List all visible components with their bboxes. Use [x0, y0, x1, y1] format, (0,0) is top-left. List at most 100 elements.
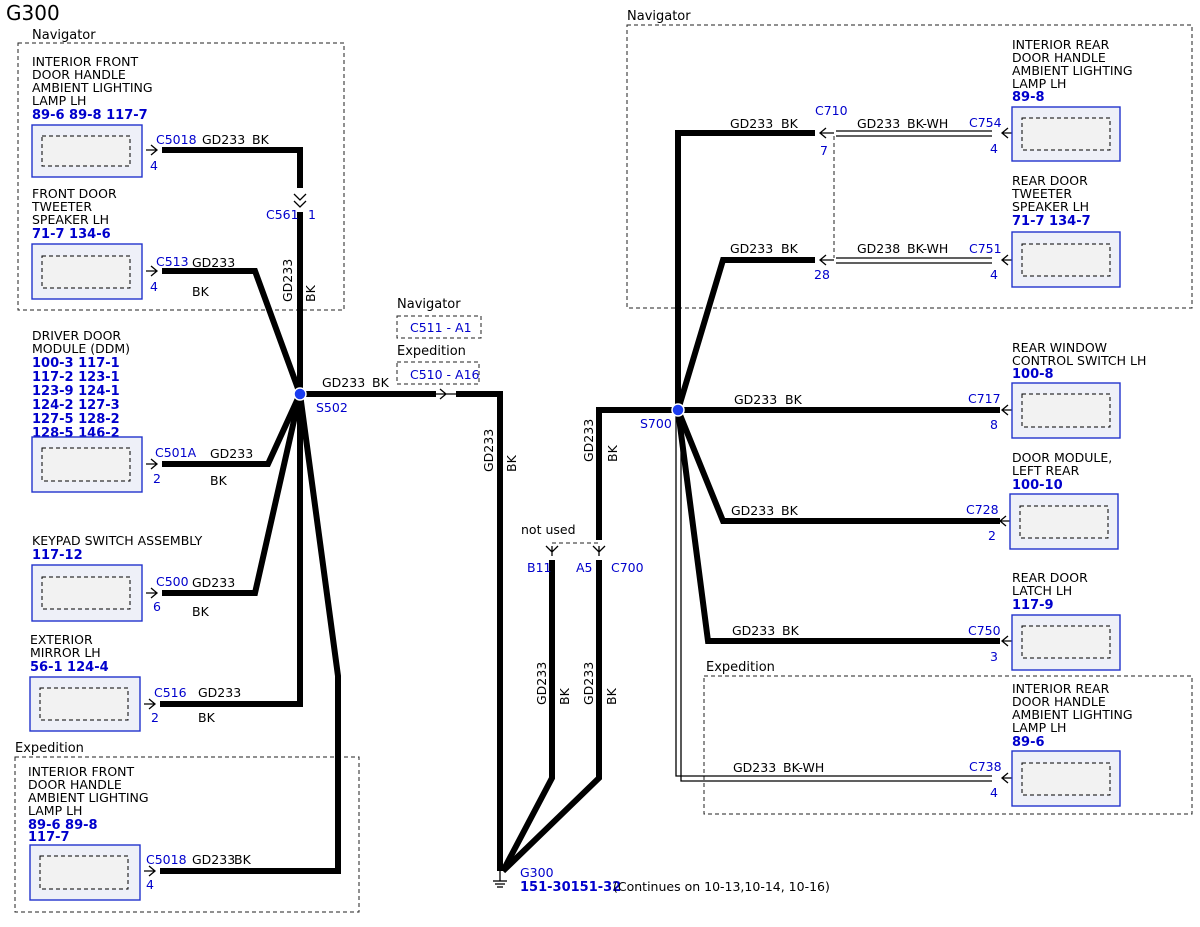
component-name-line: LAMP LH [1012, 720, 1066, 735]
connector-id: C751 [969, 241, 1002, 256]
circuit-label: GD233 [192, 852, 235, 867]
component-inner-box [39, 855, 129, 890]
wires [160, 130, 1000, 874]
wire-label-a5-color: BK [604, 687, 619, 705]
component-name-line: DOOR HANDLE [1012, 50, 1106, 65]
expedition-region-left [14, 756, 360, 913]
wire-label-a5-circuit: GD233 [581, 662, 596, 705]
component-name-line: KEYPAD SWITCH ASSEMBLY [32, 533, 203, 548]
component-name-line: INTERIOR REAR [1012, 37, 1110, 52]
wire-color-label: BK [192, 604, 210, 619]
wire-color-label: BK [781, 503, 799, 518]
diagram-title: G300 [6, 1, 60, 25]
wire-label-c710-bot-color: BK [781, 241, 799, 256]
component-refs: 89-8 [1012, 90, 1045, 105]
c510-note-box [396, 361, 480, 385]
mid-expedition-label: Expedition [397, 344, 466, 359]
wire-c501a [162, 392, 303, 467]
conn-mark-c516 [144, 698, 157, 710]
wire-c728 [675, 408, 1000, 524]
component-name-line: LATCH LH [1012, 583, 1072, 598]
component-name-line: DOOR HANDLE [32, 67, 126, 82]
component-refs: 117-12 [32, 548, 83, 563]
component-name-line: MIRROR LH [30, 645, 101, 660]
connector-id: C738 [969, 759, 1002, 774]
component-front-door-tweeter: FRONT DOOR TWEETER SPEAKER LH 71-7 134-6… [31, 186, 235, 300]
circuit-label: GD233 [734, 392, 777, 407]
component-name-line: REAR WINDOW [1012, 340, 1107, 355]
component-interior-front-lamp-expedition: INTERIOR FRONT DOOR HANDLE AMBIENT LIGHT… [28, 764, 252, 901]
wire-c5018-nav [162, 147, 303, 188]
component-interior-front-lamp-navigator: INTERIOR FRONT DOOR HANDLE AMBIENT LIGHT… [31, 54, 270, 178]
connector-id: C754 [969, 115, 1002, 130]
pin-number: 3 [990, 649, 998, 664]
component-refs: 89-6 [1012, 735, 1045, 750]
component-name-line: TWEETER [1011, 186, 1072, 201]
component-inner-box [39, 687, 129, 721]
conn-mark-c513 [146, 265, 159, 277]
component-keypad-switch: KEYPAD SWITCH ASSEMBLY 117-12 C500 6 GD2… [31, 533, 235, 622]
component-name-line: LAMP LH [32, 93, 86, 108]
wire-color-label: BK-WH [907, 241, 948, 256]
pin-number: 6 [153, 599, 161, 614]
pin-number: 4 [990, 785, 998, 800]
component-name-line: DRIVER DOOR [32, 328, 121, 343]
wire-color-label: BK [210, 473, 228, 488]
connector-id: C728 [966, 502, 999, 517]
wire-label-g300-color: BK [504, 454, 519, 472]
component-name-line: CONTROL SWITCH LH [1012, 353, 1146, 368]
circuit-label: GD233 [732, 623, 775, 638]
b11-label: B11 [527, 560, 551, 575]
circuit-label: GD233 [210, 446, 253, 461]
component-door-module-left-rear: DOOR MODULE, LEFT REAR 100-10 C728 2 GD2… [731, 450, 1119, 550]
wire-c700-s700 [596, 407, 678, 540]
component-refs: 127-5 128-2 [32, 412, 120, 427]
navigator-region-right [626, 24, 1193, 309]
wire-color-label: BK [198, 710, 216, 725]
component-refs: 100-10 [1012, 478, 1063, 493]
component-name-line: AMBIENT LIGHTING [1012, 63, 1133, 78]
wire-label-c561-circuit: GD233 [280, 259, 295, 302]
expedition-region-right-label: Expedition [706, 660, 775, 675]
conn-mark-c561 [293, 193, 307, 208]
mid-navigator-label: Navigator [397, 297, 461, 312]
wire-label-g300-circuit: GD233 [481, 429, 496, 472]
circuit-label: GD233 [733, 760, 776, 775]
connector-id: C5018 [156, 132, 197, 147]
component-refs: 71-7 134-6 [32, 227, 111, 242]
wire-c500 [162, 393, 303, 596]
connector-id: C5018 [146, 852, 187, 867]
conn-mark-c710-b [818, 254, 834, 266]
wire-c513 [162, 268, 303, 396]
splice-s502-label: S502 [316, 400, 348, 415]
wire-color-label: BK [252, 132, 270, 147]
component-name-line: SPEAKER LH [32, 212, 109, 227]
wire-color-label: BK [234, 852, 252, 867]
pin-number: 4 [150, 279, 158, 294]
c511-note-box [396, 315, 482, 339]
component-interior-rear-lamp-expedition: INTERIOR REAR DOOR HANDLE AMBIENT LIGHTI… [733, 681, 1133, 807]
component-interior-rear-lamp-navigator: INTERIOR REAR DOOR HANDLE AMBIENT LIGHTI… [857, 37, 1133, 162]
connector-id: C500 [156, 574, 189, 589]
wire-label-s502-color: BK [372, 375, 390, 390]
component-rear-window-switch: REAR WINDOW CONTROL SWITCH LH 100-8 C717… [734, 340, 1146, 439]
wire-color-label: BK [785, 392, 803, 407]
wire-label-c700-color: BK [605, 444, 620, 462]
connector-id: C717 [968, 391, 1001, 406]
circuit-label: GD233 [857, 116, 900, 131]
component-name-line: DOOR MODULE, [1012, 450, 1112, 465]
connector-id: C516 [154, 685, 187, 700]
component-driver-door-module: DRIVER DOOR MODULE (DDM) 100-3 117-1 117… [31, 328, 253, 493]
conn-mark-c500 [146, 587, 159, 599]
conn-mark-c510 [436, 388, 456, 400]
expedition-region-right [703, 675, 1193, 815]
component-rear-door-latch: REAR DOOR LATCH LH 117-9 C750 3 GD233 BK [732, 570, 1121, 671]
connector-marks [144, 127, 1016, 877]
wire-c750 [675, 409, 1000, 644]
conn-mark-b11 [545, 545, 559, 556]
circuit-label: GD233 [731, 503, 774, 518]
wire-color-label: BK-WH [907, 116, 948, 131]
conn-mark-a5 [592, 545, 606, 556]
double-wires [552, 130, 992, 782]
